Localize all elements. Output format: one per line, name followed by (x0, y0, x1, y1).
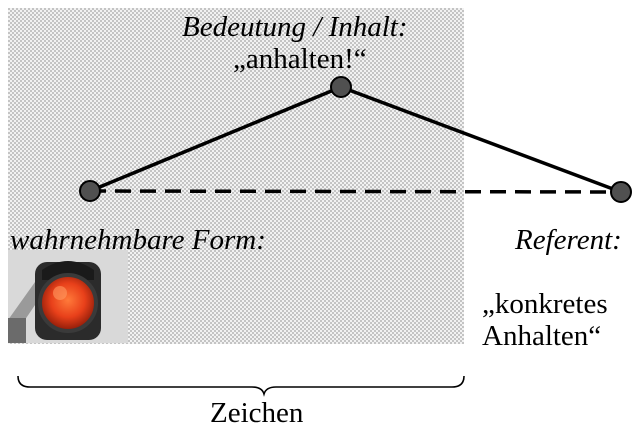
referent-text-line2: Anhalten“ (482, 320, 602, 352)
meaning-node (330, 76, 352, 98)
meaning-title: Bedeutung / Inhalt: (182, 11, 408, 43)
meaning-value: „anhalten!“ (233, 43, 367, 75)
sign-brace (17, 375, 465, 397)
meaning-form-edge (89, 85, 342, 193)
sign-label: Zeichen (210, 397, 304, 429)
meaning-referent-edge (340, 85, 622, 194)
referent-text-line1: „konkretes (482, 288, 608, 320)
form-label: wahrnehmbare Form: (10, 224, 266, 256)
referent-label: Referent: (515, 224, 622, 256)
form-node (79, 180, 101, 202)
traffic-light-image (8, 250, 128, 343)
referent-text: „konkretes Anhalten“ (482, 288, 608, 352)
referent-node (610, 181, 632, 203)
form-referent-dashed-edge (89, 189, 622, 194)
